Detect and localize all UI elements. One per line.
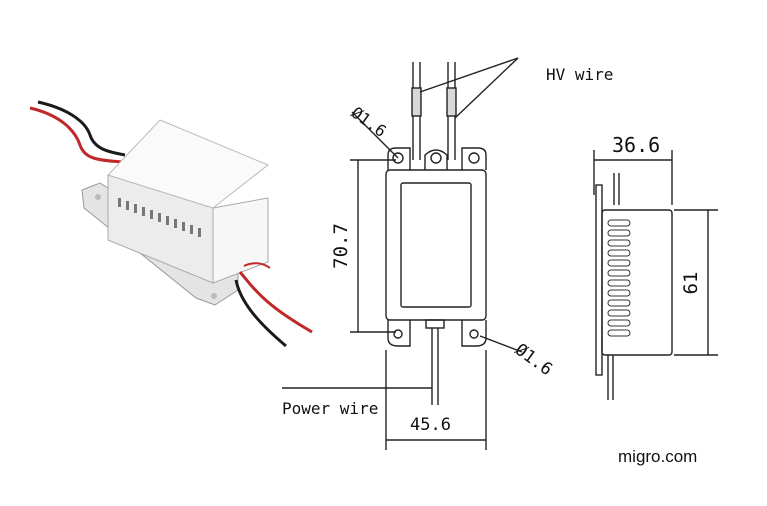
height-dimension-label: 70.7 (330, 223, 352, 269)
hole-diameter-top-label: Ø1.6 (348, 103, 390, 141)
hole-diameter-bottom-label: Ø1.6 (511, 340, 556, 380)
depth-dimension-label: 36.6 (612, 133, 660, 157)
power-wire-label: Power wire (282, 399, 378, 418)
side-height-dimension-label: 61 (680, 272, 702, 295)
side-view (593, 150, 718, 400)
watermark-text: migro.com (618, 447, 697, 466)
product-photo (29, 100, 313, 348)
side-view-vents (607, 219, 631, 337)
hv-wire-label: HV wire (546, 65, 613, 84)
width-dimension-label: 45.6 (410, 415, 451, 435)
front-view (282, 57, 523, 450)
